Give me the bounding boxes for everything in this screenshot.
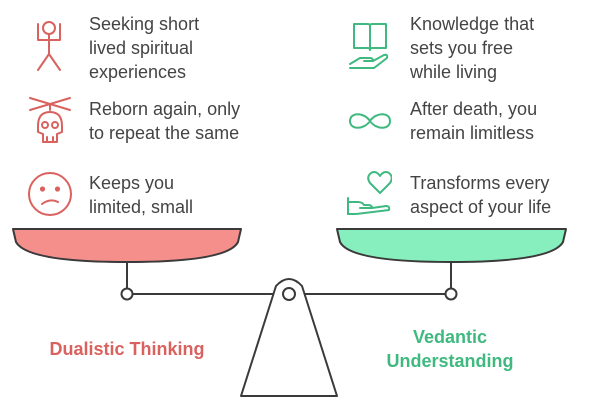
infinity-icon xyxy=(349,113,391,129)
left-item-3-text: Keeps you limited, small xyxy=(89,173,194,217)
left-item-1-text: Seeking short lived spiritual experience… xyxy=(89,14,200,82)
skull-crossbones-icon xyxy=(29,97,71,143)
frowning-face-icon xyxy=(28,172,72,216)
left-item-2-text: Reborn again, only to repeat the same xyxy=(89,99,241,143)
fulcrum-pivot xyxy=(282,287,296,301)
meditating-person-icon xyxy=(37,21,61,71)
dualistic-thinking-label: Dualistic Thinking xyxy=(49,339,205,359)
right-pan xyxy=(336,228,567,263)
left-pan xyxy=(12,228,242,263)
left-beam-joint xyxy=(120,287,134,301)
right-item-2-text: After death, you remain limitless xyxy=(410,99,538,143)
right-beam-joint xyxy=(444,287,458,301)
right-item-1-text: Knowledge that sets you free while livin… xyxy=(410,14,535,82)
scale-fulcrum xyxy=(240,278,338,397)
heart-hand-icon xyxy=(347,171,392,215)
vedantic-understanding-label: Vedantic Understanding xyxy=(386,327,514,371)
right-item-3-text: Transforms every aspect of your life xyxy=(410,173,552,217)
open-book-hand-icon xyxy=(349,23,389,69)
